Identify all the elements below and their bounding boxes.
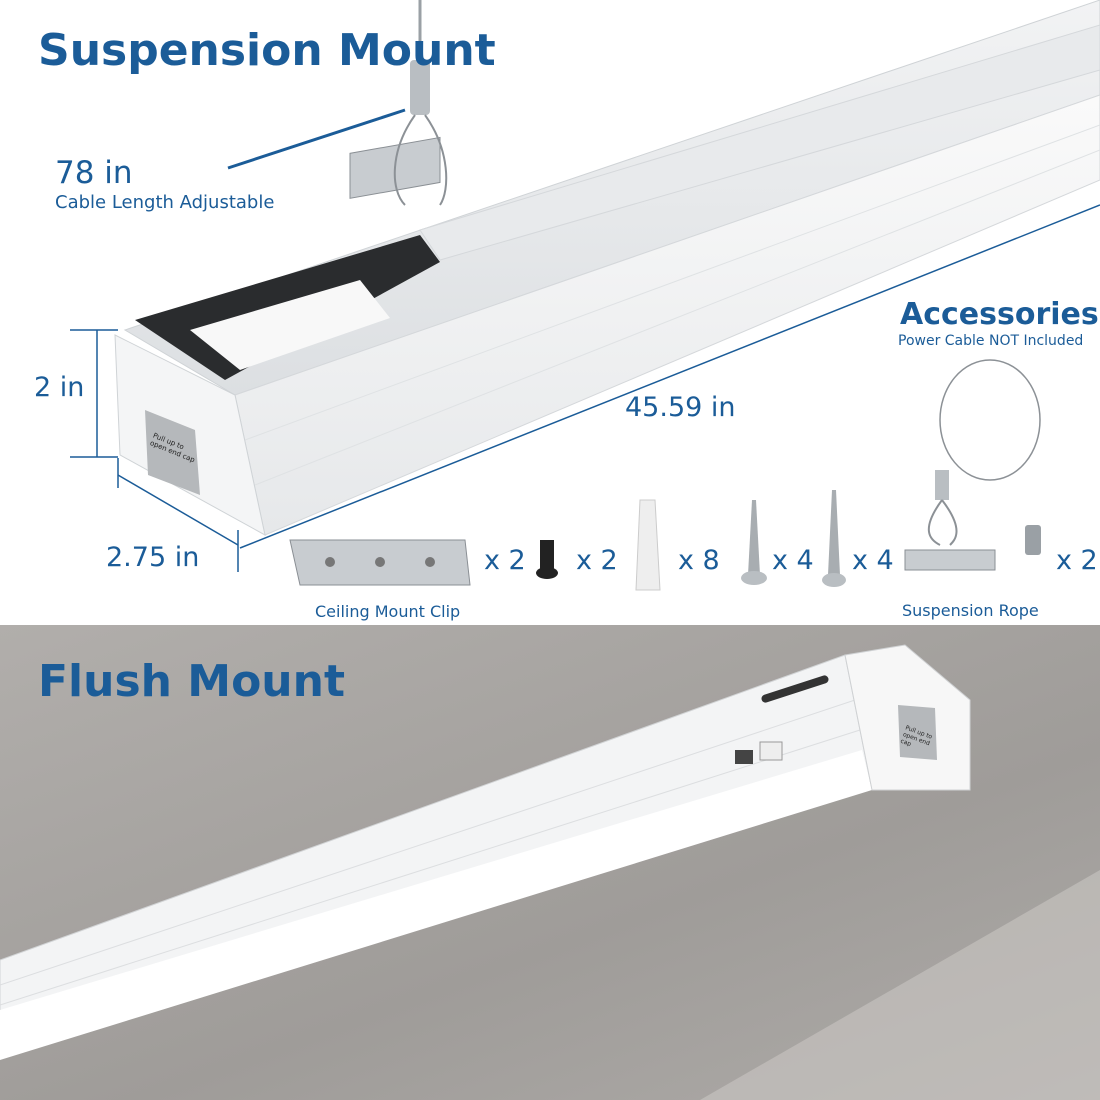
flush-mount-title: Flush Mount xyxy=(38,656,345,707)
cable-end-qty: x 2 xyxy=(1056,545,1098,576)
suspension-rope-label: Suspension Rope xyxy=(902,601,1039,620)
short-screw-icon xyxy=(536,540,558,579)
long-screw-qty: x 4 xyxy=(852,545,894,576)
height-dimension: 2 in xyxy=(34,372,85,403)
cable-length-note: Cable Length Adjustable xyxy=(55,192,275,213)
ceiling-mount-clip-icon xyxy=(289,539,471,586)
suspension-mount-title: Suspension Mount xyxy=(38,25,496,76)
wood-screw-qty: x 4 xyxy=(772,545,814,576)
accessories-note: Power Cable NOT Included xyxy=(898,333,1084,349)
anchor-qty: x 8 xyxy=(678,545,720,576)
length-dimension: 45.59 in xyxy=(625,392,736,423)
cable-pointer-line xyxy=(227,108,406,170)
clip-qty: x 2 xyxy=(484,545,526,576)
accessories-title: Accessories xyxy=(900,297,1099,332)
width-dimension: 2.75 in xyxy=(106,542,200,573)
wood-screw-icon xyxy=(741,500,767,585)
cable-length-value: 78 in xyxy=(55,155,133,191)
suspension-rope-icon xyxy=(904,359,1041,571)
wall-anchor-icon xyxy=(635,499,661,591)
ceiling-mount-clip-label: Ceiling Mount Clip xyxy=(315,602,461,621)
suspension-fixture-illustration xyxy=(70,0,1100,591)
long-screw-icon xyxy=(822,490,846,587)
pull-label xyxy=(145,410,200,495)
diffuser xyxy=(0,750,872,1060)
short-screw-qty: x 2 xyxy=(576,545,618,576)
